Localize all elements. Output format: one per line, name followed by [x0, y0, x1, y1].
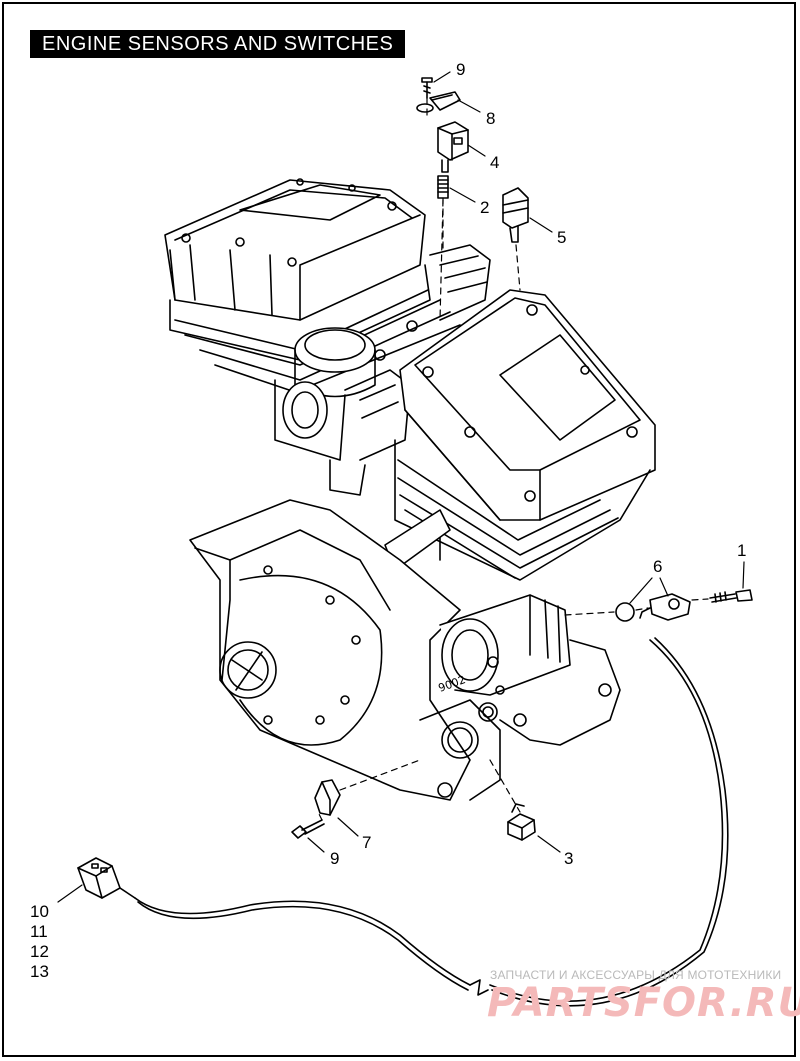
callout-1: 1 — [737, 541, 746, 560]
screw-9-bottom — [291, 819, 325, 839]
callout-6: 6 — [653, 557, 662, 576]
sensor-6 — [615, 593, 691, 622]
watermark-logo[interactable]: PARTSFOR.RU — [487, 980, 800, 1026]
clip-7 — [314, 779, 341, 816]
sensor-4 — [437, 121, 469, 173]
spring-2 — [437, 175, 449, 199]
screw-1 — [709, 589, 753, 603]
starter-motor — [439, 594, 621, 746]
callout-9-top: 9 — [456, 60, 465, 79]
bracket-8 — [416, 91, 461, 113]
callout-8: 8 — [486, 109, 495, 128]
callout-11: 11 — [30, 922, 48, 941]
front-rocker-cover — [399, 289, 656, 521]
carburetor — [274, 320, 418, 496]
callout-13: 13 — [30, 962, 49, 981]
switch-3 — [507, 803, 536, 841]
callout-5: 5 — [557, 228, 566, 247]
leader-lines — [57, 71, 745, 903]
callout-4: 4 — [490, 153, 499, 172]
callout-3: 3 — [564, 849, 573, 868]
callout-7: 7 — [362, 833, 371, 852]
callout-2: 2 — [480, 198, 489, 217]
callout-10: 10 — [30, 902, 49, 921]
crankcase — [189, 499, 501, 801]
callout-9-bottom: 9 — [330, 849, 339, 868]
rear-rocker-cover — [164, 178, 426, 321]
connector-10 — [77, 857, 136, 899]
screw-9-top — [421, 77, 433, 99]
assembly-lines — [317, 97, 709, 821]
wire-harness — [134, 637, 729, 1007]
page-title: ENGINE SENSORS AND SWITCHES — [30, 30, 406, 58]
watermark-tagline: ЗАПЧАСТИ И АКСЕССУАРЫ ДЛЯ МОТОТЕХНИКИ — [490, 968, 782, 982]
callout-12: 12 — [30, 942, 49, 961]
switch-5 — [502, 187, 529, 243]
callout-labels: 9 8 4 2 5 6 1 7 9 3 10 11 12 13 — [30, 60, 746, 981]
front-cylinder-fins — [384, 439, 651, 581]
